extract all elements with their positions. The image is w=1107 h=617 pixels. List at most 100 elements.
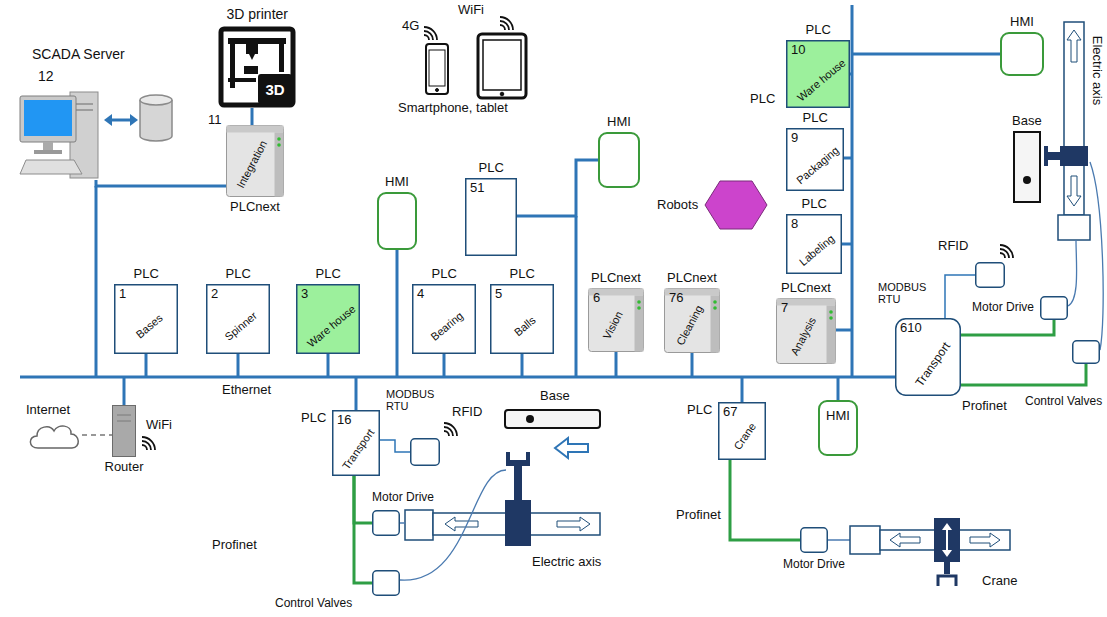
- callout-number: 12: [38, 68, 54, 84]
- field-device-box: Control Valves: [372, 570, 400, 596]
- field-device-box-outline: [800, 527, 828, 553]
- device-label: RFID: [938, 239, 968, 254]
- mobile-devices: [426, 34, 526, 98]
- network-link: [251, 108, 254, 125]
- device-label: HMI: [1010, 15, 1034, 30]
- plcnext-controller: 11IntegrationPLCnext: [226, 125, 284, 197]
- device-label: PLC: [802, 197, 827, 212]
- robot-hexagon-outline: [704, 180, 768, 230]
- field-device-box-outline: [1072, 340, 1100, 364]
- plc-box: PLC67Crane: [718, 402, 766, 460]
- field-device-box-outline: [372, 510, 400, 536]
- plc-box: PLC8Labeling: [786, 214, 842, 274]
- station-number: 7: [781, 301, 788, 316]
- device-label: PLC: [134, 267, 159, 282]
- device-label: HMI: [607, 115, 631, 130]
- station-number: 6: [593, 291, 600, 306]
- field-device-box-outline: [975, 262, 1005, 288]
- plc-box: PLC1Bases: [114, 284, 178, 354]
- device-label: SCADA Server: [32, 46, 125, 62]
- plc-box: PLC51: [465, 178, 517, 256]
- network-link: [380, 440, 410, 452]
- device-label: PLCnext: [230, 200, 280, 215]
- network-link: [945, 275, 975, 318]
- protocol-label: MODBUS RTU: [386, 388, 442, 413]
- station-number: 67: [723, 405, 737, 420]
- field-device-box-outline: [1040, 296, 1068, 320]
- station-number: 5: [495, 287, 502, 302]
- part-label: Base: [1012, 114, 1042, 129]
- plcnext-controller: PLCnext76Cleaning: [664, 288, 720, 353]
- device-label: HMI: [826, 409, 850, 424]
- station-number: 51: [470, 181, 484, 196]
- network-label: WiFi: [458, 3, 484, 18]
- hmi-panel: HMI: [1000, 32, 1044, 76]
- internet-cloud: Internet: [26, 420, 82, 450]
- scada-server-outline: [20, 88, 100, 180]
- station-number: 11: [208, 113, 222, 128]
- protocol-label: Profinet: [676, 508, 721, 523]
- field-device-box: RFID: [975, 262, 1005, 288]
- printer-3d: 3D printer3D: [218, 26, 296, 108]
- hmi-panel: HMI: [818, 400, 858, 456]
- network-label: WiFi: [146, 418, 172, 433]
- field-device-box: Control Valves: [1072, 340, 1100, 364]
- hmi-panel-outline: [1000, 32, 1044, 76]
- internet-cloud-outline: [26, 420, 82, 450]
- network-link: [730, 460, 800, 540]
- part-label: Crane: [982, 574, 1017, 589]
- device-label: PLCnext: [781, 281, 831, 296]
- device-label: RFID: [452, 405, 482, 420]
- robot-hexagon: Robots: [704, 180, 768, 230]
- device-label: PLC: [479, 161, 504, 176]
- station-number: 2: [211, 287, 218, 302]
- device-label: PLC: [687, 403, 712, 418]
- device-label: PLC: [432, 267, 457, 282]
- device-label: PLCnext: [591, 271, 641, 286]
- device-label: PLC: [226, 267, 251, 282]
- plc-box: PLC5Balls: [490, 284, 554, 354]
- plc-box: PLC16Transport: [332, 410, 380, 476]
- hmi-panel: HMI: [598, 132, 640, 188]
- ethernet-bus: [20, 5, 1010, 430]
- station-number: 4: [417, 287, 424, 302]
- device-label: Control Valves: [275, 597, 352, 611]
- transport-box: 610Transport: [895, 318, 961, 396]
- field-device-box: Motor Drive: [1040, 296, 1068, 320]
- station-number: 10: [791, 43, 805, 58]
- plcnext-controller: PLCnext6Vision: [588, 288, 644, 352]
- database-icon: [104, 95, 172, 141]
- protocol-label: Profinet: [212, 538, 257, 553]
- field-device-box: RFID: [410, 438, 440, 466]
- device-label: Internet: [26, 403, 70, 418]
- plc-box: PLC4Bearing: [412, 284, 476, 354]
- device-label: Motor Drive: [972, 301, 1034, 315]
- device-label: PLC: [316, 267, 341, 282]
- plc-box: PLC9Packaging: [786, 128, 844, 191]
- station-number: 76: [669, 291, 683, 306]
- station-number: 16: [337, 413, 351, 428]
- station-number: 1: [119, 287, 126, 302]
- network-link: [354, 476, 372, 523]
- part-label: Electric axis: [532, 555, 601, 570]
- device-label: PLC: [750, 92, 775, 107]
- network-label: Ethernet: [222, 383, 271, 398]
- wifi-symbol: [142, 17, 1013, 450]
- field-device-box: Motor Drive: [800, 527, 828, 553]
- field-device-box-outline: [410, 438, 440, 466]
- device-label: Smartphone, tablet: [398, 101, 508, 116]
- station-number: 610: [900, 321, 922, 336]
- network-link: [96, 180, 226, 186]
- scada-server: 12SCADA Server: [20, 88, 100, 180]
- printer-badge: 3D: [266, 81, 285, 98]
- device-label: Motor Drive: [372, 491, 434, 505]
- router-box-outline: [112, 405, 136, 457]
- plcnext-controller: PLCnext7Analysis: [776, 298, 836, 364]
- protocol-label: MODBUS RTU: [878, 281, 934, 306]
- device-label: HMI: [385, 175, 409, 190]
- hmi-panel: HMI: [377, 192, 417, 250]
- station-number: 8: [791, 217, 798, 232]
- field-device-box: Motor Drive: [372, 510, 400, 536]
- device-label: PLC: [510, 267, 535, 282]
- part-label: Electric axis: [1089, 35, 1104, 104]
